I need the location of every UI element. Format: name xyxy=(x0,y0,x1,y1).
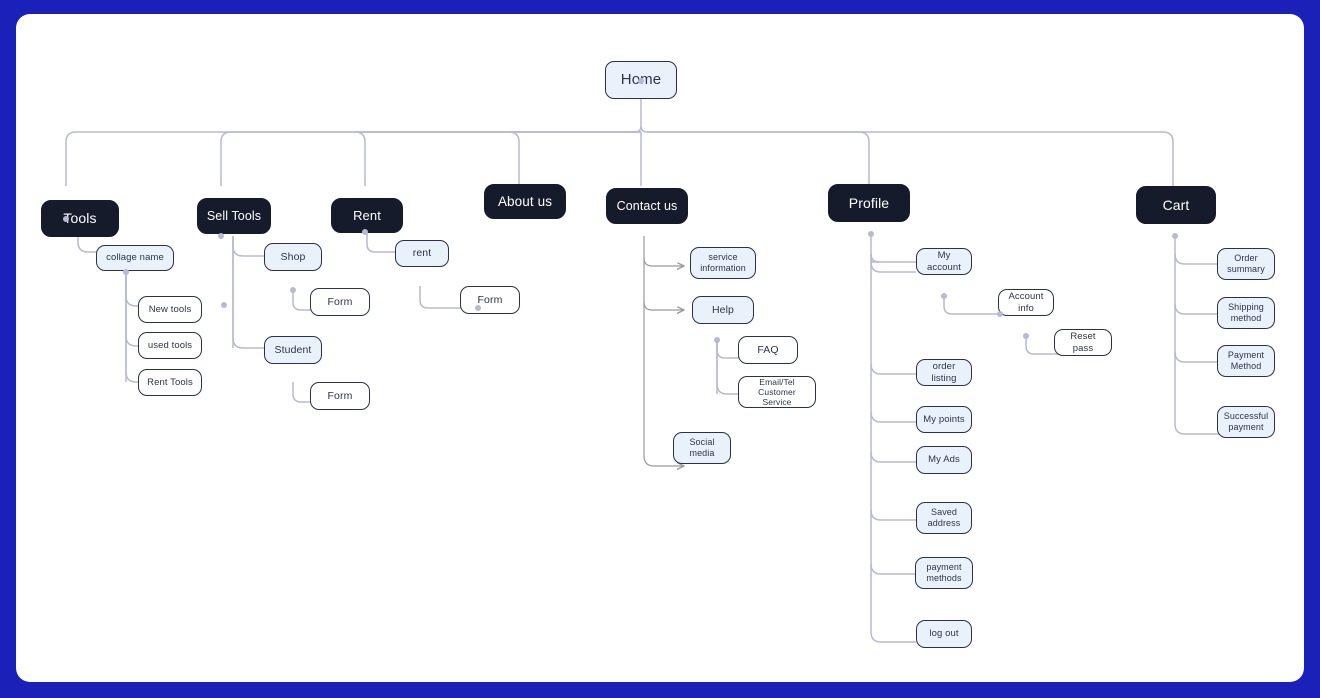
connector-dot xyxy=(218,233,224,239)
node-about-us[interactable]: About us xyxy=(484,184,566,219)
node-faq[interactable]: FAQ xyxy=(738,336,798,364)
node-used-tools[interactable]: used tools xyxy=(138,332,202,359)
node-saved-address[interactable]: Saved address xyxy=(916,502,972,534)
connector-dot xyxy=(63,216,69,222)
connector-dot xyxy=(362,229,368,235)
node-my-points[interactable]: My points xyxy=(916,406,972,433)
node-order-summary[interactable]: Order summary xyxy=(1217,248,1275,280)
node-tools[interactable]: Tools xyxy=(41,200,119,237)
connector-dot xyxy=(638,78,644,84)
connector-dot xyxy=(475,305,481,311)
node-rent-tools[interactable]: Rent Tools xyxy=(138,369,202,396)
node-my-ads[interactable]: My Ads xyxy=(916,446,972,474)
node-payment-methods[interactable]: payment methods xyxy=(915,557,973,589)
node-log-out[interactable]: log out xyxy=(916,620,972,648)
connector-dot xyxy=(941,293,947,299)
node-account-info[interactable]: Account info xyxy=(998,289,1054,316)
node-sell-tools[interactable]: Sell Tools xyxy=(197,198,271,234)
node-order-listing[interactable]: order listing xyxy=(916,359,972,386)
node-rent-child[interactable]: rent xyxy=(395,240,449,267)
connector-dot xyxy=(1172,233,1178,239)
node-social-media[interactable]: Social media xyxy=(673,432,731,464)
node-help[interactable]: Help xyxy=(692,296,754,324)
connector-dot xyxy=(868,231,874,237)
connector-dot xyxy=(123,269,129,275)
node-profile[interactable]: Profile xyxy=(828,184,910,222)
connector-dot xyxy=(714,337,720,343)
node-shop[interactable]: Shop xyxy=(264,243,322,271)
node-payment-method[interactable]: Payment Method xyxy=(1217,345,1275,377)
node-new-tools[interactable]: New tools xyxy=(138,296,202,323)
node-student-form[interactable]: Form xyxy=(310,382,370,410)
node-shop-form[interactable]: Form xyxy=(310,288,370,316)
node-reset-pass[interactable]: Reset pass xyxy=(1054,329,1112,356)
node-collage-name[interactable]: collage name xyxy=(96,245,174,271)
node-my-account[interactable]: My account xyxy=(916,248,972,275)
node-shipping-method[interactable]: Shipping method xyxy=(1217,297,1275,329)
node-contact-us[interactable]: Contact us xyxy=(606,188,688,224)
connector-dot xyxy=(290,287,296,293)
node-student[interactable]: Student xyxy=(264,336,322,364)
connector-dot xyxy=(1023,333,1029,339)
connector-dot xyxy=(221,302,227,308)
node-successful-payment[interactable]: Successful payment xyxy=(1217,406,1275,438)
node-rent-form[interactable]: Form xyxy=(460,286,520,314)
node-service-information[interactable]: service information xyxy=(690,247,756,279)
node-cart[interactable]: Cart xyxy=(1136,186,1216,224)
node-rent[interactable]: Rent xyxy=(331,198,403,233)
connector-dot xyxy=(997,311,1003,317)
diagram-canvas[interactable]: Home Tools Sell Tools Rent About us Cont… xyxy=(16,14,1304,682)
node-email-tel[interactable]: Email/Tel Customer Service xyxy=(738,376,816,408)
